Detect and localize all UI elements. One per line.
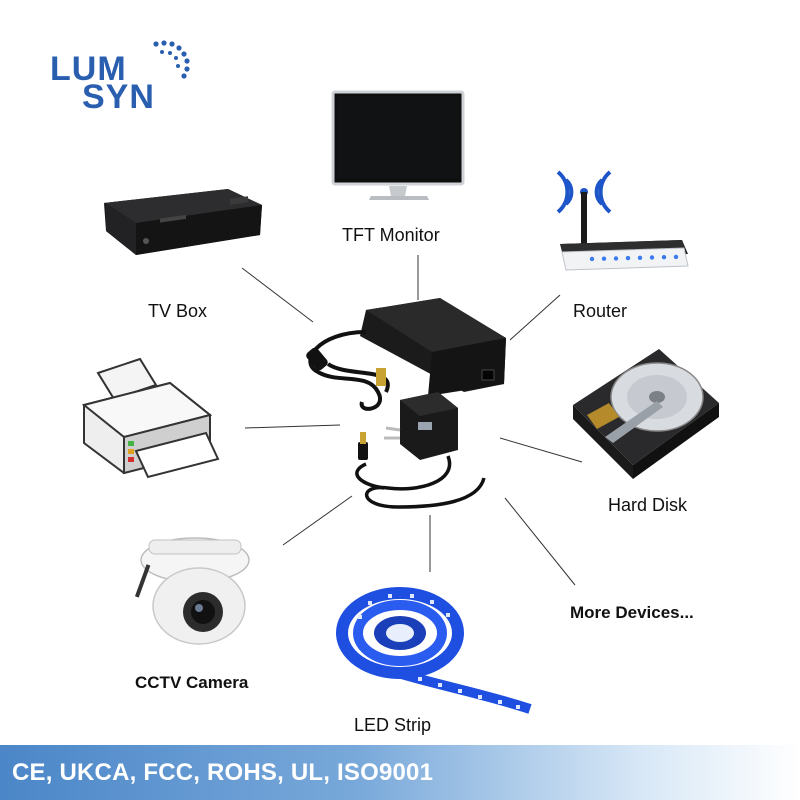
label-hard-disk: Hard Disk [608, 495, 688, 515]
power-adapters-image [306, 298, 506, 509]
label-tft-monitor: TFT Monitor [342, 225, 440, 245]
label-more-devices: More Devices... [570, 603, 694, 622]
label-cctv-camera: CCTV Camera [135, 673, 249, 692]
hard-disk-image [573, 349, 719, 479]
label-router: Router [573, 301, 628, 321]
brand-logo: LUM SYN [46, 38, 196, 116]
led-strip-image [336, 587, 532, 714]
line-tv-box [241, 267, 314, 323]
line-more-devices [504, 497, 576, 586]
line-router [509, 294, 561, 341]
label-tv-box: TV Box [148, 301, 208, 321]
logo-text-line1: LUM [50, 50, 127, 88]
certification-banner: CE, UKCA, FCC, ROHS, UL, ISO9001 [0, 745, 800, 800]
tft-monitor-image [331, 90, 465, 200]
line-hard-disk [499, 437, 583, 463]
line-cctv [282, 495, 353, 546]
label-led-strip: LED Strip [354, 715, 432, 735]
line-printer [244, 424, 341, 429]
cctv-camera-image [134, 537, 250, 645]
certification-text: CE, UKCA, FCC, ROHS, UL, ISO9001 [12, 759, 434, 786]
logo-text-line2: SYN [82, 78, 155, 116]
tv-box-image [104, 189, 262, 255]
router-image [556, 170, 689, 271]
logo-dots-icon [153, 40, 190, 79]
printer-image [81, 357, 220, 479]
